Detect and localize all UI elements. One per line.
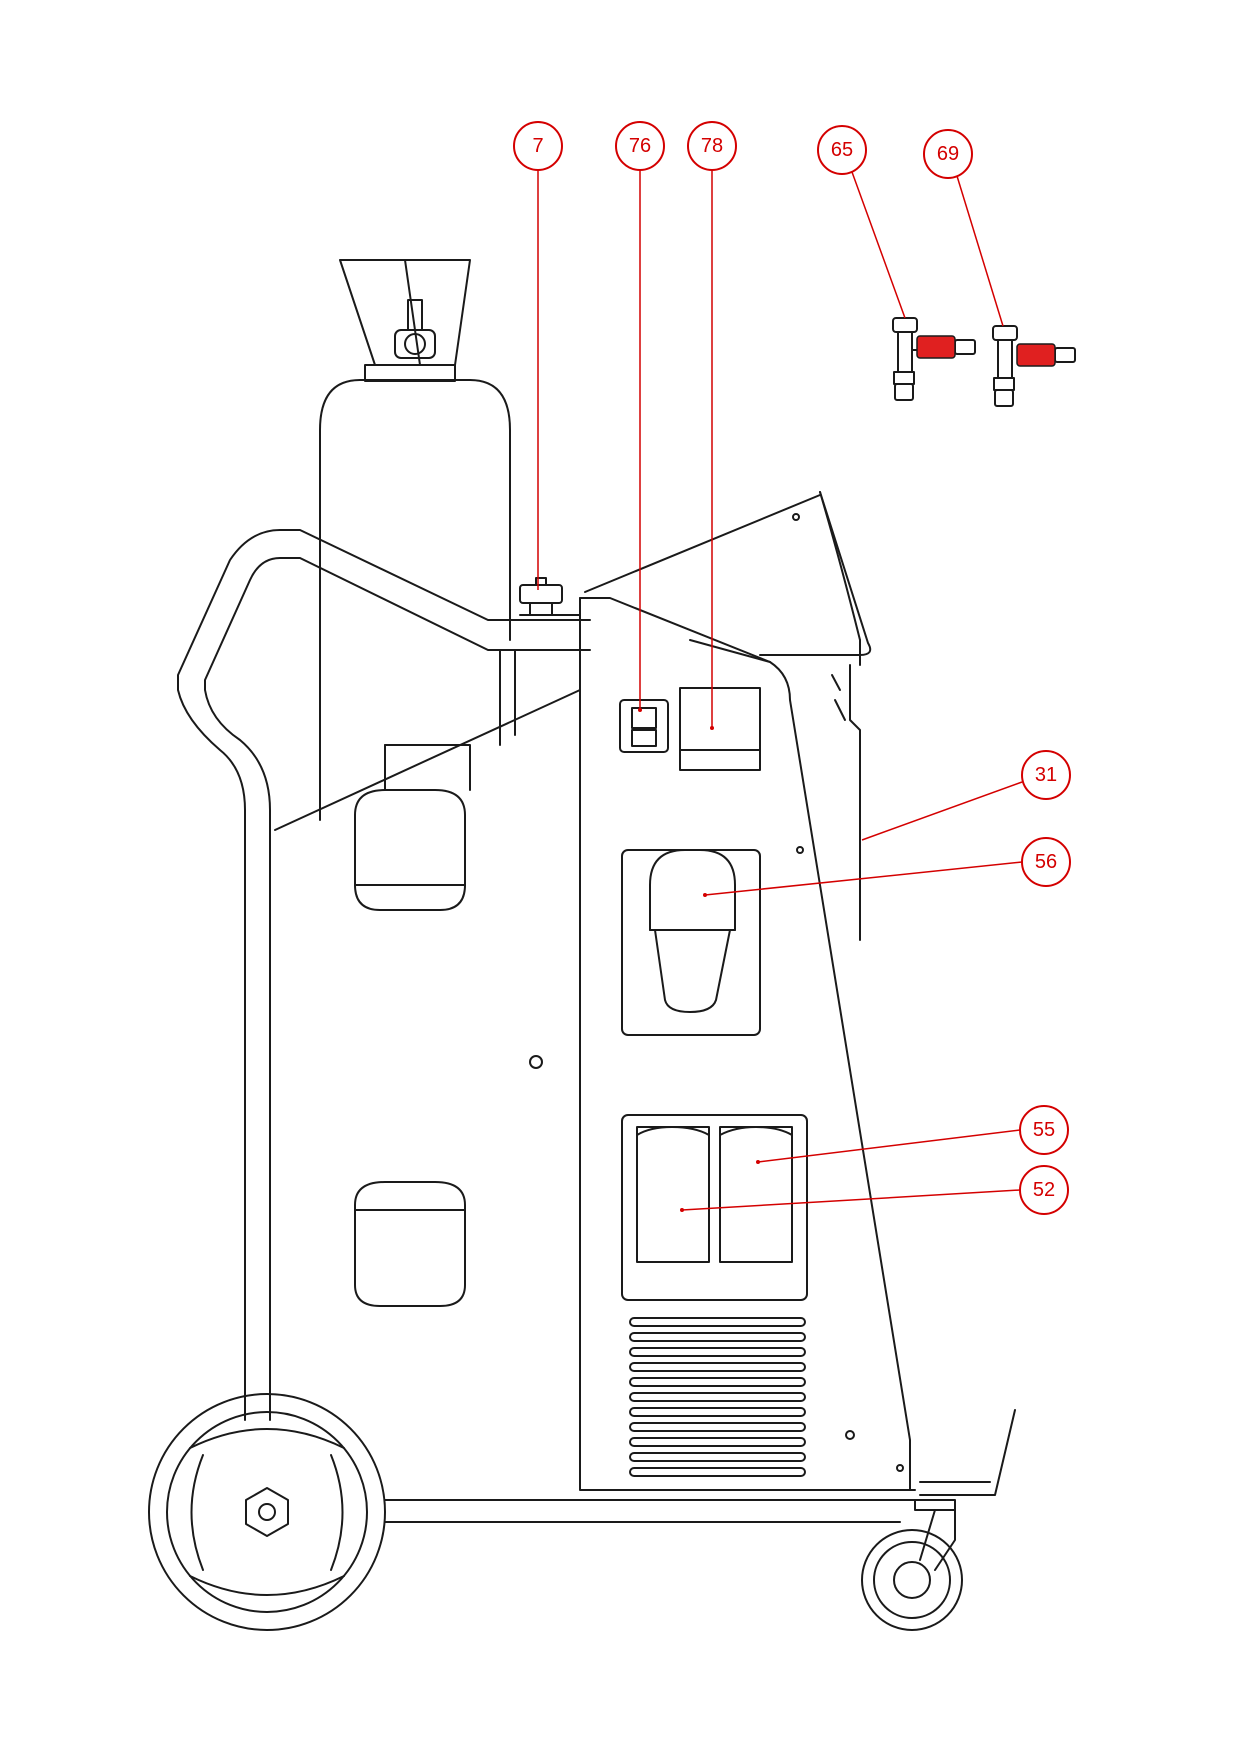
bottles-panel — [621, 1114, 808, 1301]
callout-65-label: 65 — [831, 139, 853, 161]
callout-31-label: 31 — [1035, 764, 1057, 786]
callout-69-label: 69 — [937, 143, 959, 165]
coupler-69 — [992, 325, 1076, 407]
cabinet — [274, 491, 916, 1491]
rear-wheel — [148, 1393, 386, 1631]
callout-7-label: 7 — [532, 135, 543, 157]
callout-78: 78 — [687, 121, 737, 171]
power-switch-76 — [619, 699, 669, 753]
callout-65: 65 — [817, 125, 867, 175]
front-caster — [861, 1499, 963, 1631]
side-tank-upper — [354, 744, 471, 911]
knob-7 — [519, 577, 581, 616]
coupler-65 — [892, 317, 976, 401]
callout-31: 31 — [1021, 750, 1071, 800]
callout-69: 69 — [923, 129, 973, 179]
callout-76-label: 76 — [629, 135, 651, 157]
filter-panel-56 — [621, 849, 761, 1036]
callout-78-label: 78 — [701, 135, 723, 157]
side-tank-lower — [354, 1181, 466, 1307]
callout-56: 56 — [1021, 837, 1071, 887]
trolley-handle — [177, 529, 591, 1421]
coupler-red-sleeves — [916, 335, 1056, 367]
callout-52: 52 — [1019, 1165, 1069, 1215]
callout-55: 55 — [1019, 1105, 1069, 1155]
display-78 — [679, 687, 761, 771]
vent-grille — [629, 1317, 806, 1477]
base-frame — [384, 1409, 1016, 1523]
callout-52-label: 52 — [1033, 1179, 1055, 1201]
callout-anchor-dots — [638, 708, 760, 1212]
callout-leaders — [537, 168, 1023, 1211]
gas-cylinder — [319, 259, 511, 821]
callout-76: 76 — [615, 121, 665, 171]
callout-7: 7 — [513, 121, 563, 171]
callout-55-label: 55 — [1033, 1119, 1055, 1141]
callout-56-label: 56 — [1035, 851, 1057, 873]
